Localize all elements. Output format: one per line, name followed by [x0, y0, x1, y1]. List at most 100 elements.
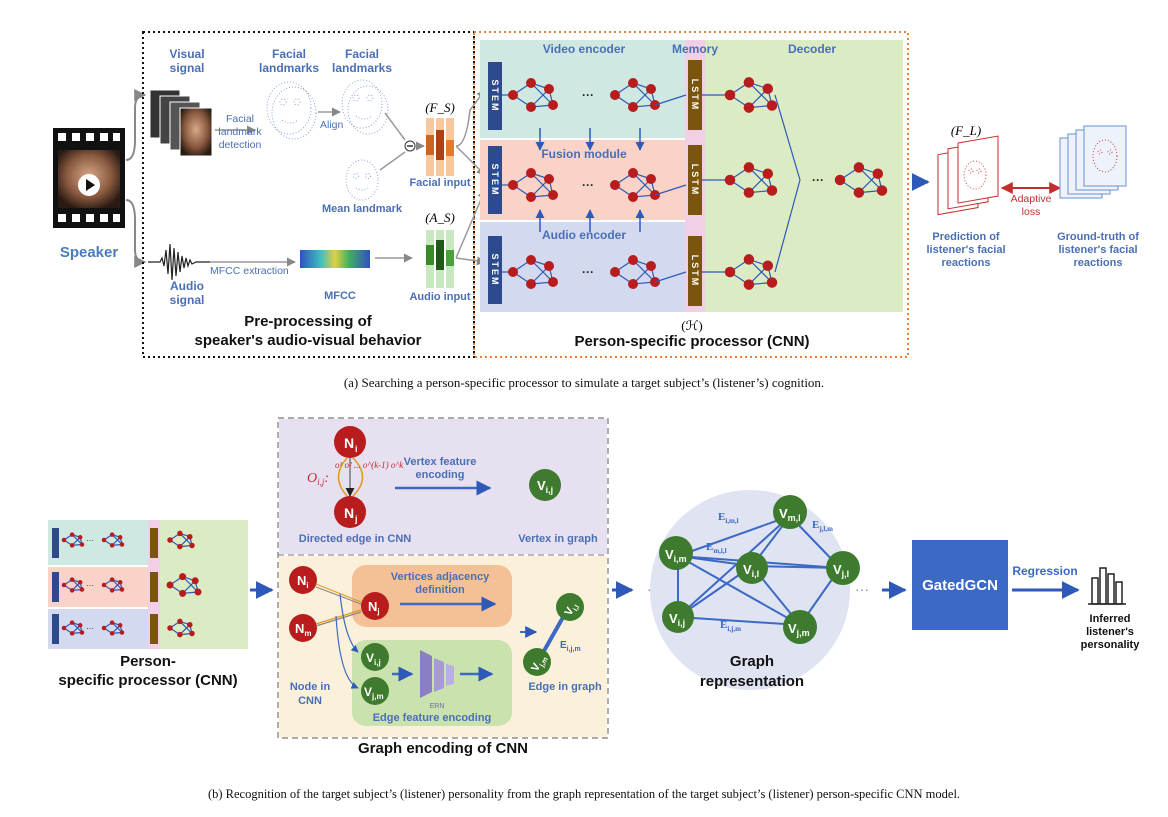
- cell-edge: [632, 172, 656, 196]
- facial-feature-stack: [426, 118, 454, 176]
- mfcc-spectrogram: [300, 250, 370, 268]
- cell-edge: [632, 82, 656, 106]
- adjacency-box: [352, 565, 512, 627]
- graph-ellipsis-right: ···: [855, 581, 869, 597]
- cell-node: [101, 625, 107, 631]
- cell-node: [743, 279, 755, 290]
- cell-node: [177, 618, 183, 625]
- ern-network-icon: [420, 650, 454, 698]
- cell-edge: [182, 576, 199, 593]
- cell-node: [177, 631, 183, 638]
- cell-edge: [530, 259, 554, 283]
- stem-block-fusion: STEM: [488, 146, 502, 214]
- cell-node: [61, 582, 67, 588]
- graph-encoding-title: Graph encoding of CNN: [358, 740, 528, 757]
- svg-text:LSTM: LSTM: [690, 255, 700, 288]
- svg-text:STEM: STEM: [490, 253, 500, 286]
- cell-node: [109, 588, 115, 593]
- to-lstm-link: [654, 94, 687, 106]
- edge-vertex-vil: [556, 593, 584, 621]
- processor-box: [473, 31, 909, 358]
- mini-cnn-nodes: ·········: [61, 530, 202, 638]
- cell-node: [544, 84, 554, 94]
- cell-node: [119, 542, 125, 547]
- edge-vertex-vjm: [523, 648, 551, 676]
- ellipsis: ···: [582, 178, 594, 192]
- cell-node: [61, 625, 67, 631]
- svg-text:Nj: Nj: [368, 599, 380, 616]
- svg-text:Ej,l,m: Ej,l,m: [812, 519, 833, 533]
- cell-edge: [111, 534, 123, 545]
- o-sup-labels: o¹ o² ... o^(k-1) o^k: [335, 460, 404, 470]
- cell-node: [853, 162, 865, 173]
- cell-node: [167, 537, 173, 543]
- memory-label: Memory: [672, 42, 718, 56]
- cell-edge: [530, 82, 554, 106]
- cell-edge: [530, 172, 554, 196]
- speaker-audio-arrow: [125, 199, 147, 268]
- cell-node: [109, 577, 115, 582]
- svg-text:N: N: [344, 435, 354, 451]
- facial-input-label: Facial input: [409, 177, 470, 189]
- cell-edge: [111, 579, 123, 590]
- speaker-label: Speaker: [60, 244, 119, 261]
- predicted-face-stack: [937, 135, 999, 216]
- ellipsis: ···: [582, 265, 594, 279]
- cell-edge: [632, 259, 656, 283]
- cell-edge: [748, 166, 773, 191]
- cell-node: [508, 180, 518, 190]
- cell-node: [191, 577, 199, 585]
- audio-feature-stack: [426, 230, 454, 288]
- cell-node: [526, 279, 536, 289]
- fs-to-video-arrow: [455, 89, 486, 147]
- svg-text:j: j: [354, 514, 358, 524]
- cell-node: [61, 537, 67, 543]
- lstm-block-fusion: LSTM: [688, 145, 702, 215]
- audio-encoder-label: Audio encoder: [542, 228, 626, 242]
- cell-node: [119, 587, 125, 592]
- cell-node: [187, 533, 193, 540]
- cell-node: [101, 582, 107, 588]
- svg-text:STEM: STEM: [490, 79, 500, 112]
- cell-node: [766, 277, 778, 288]
- stem-block-video: STEM: [488, 62, 502, 130]
- cell-node: [548, 277, 558, 287]
- cell-node: [77, 580, 83, 585]
- cell-node: [101, 537, 107, 543]
- cell-node: [628, 192, 638, 202]
- cell-node: [743, 162, 755, 173]
- cell-node: [69, 588, 75, 593]
- svg-text:N: N: [344, 505, 354, 521]
- cnn-node-edges: [315, 583, 362, 689]
- cell-node: [766, 100, 778, 111]
- cell-node: [628, 279, 638, 289]
- cell-node: [166, 581, 174, 589]
- vertex-vjm: [361, 677, 389, 705]
- cell-node: [646, 174, 656, 184]
- predicted-face-landmarks: [963, 160, 987, 190]
- ellipsis: ···: [86, 581, 94, 590]
- audio-waveform: [148, 243, 210, 281]
- h-symbol: (ℋ): [681, 318, 703, 333]
- cell-node: [69, 620, 75, 625]
- stem-block-audio: STEM: [488, 236, 502, 304]
- cell-edge: [858, 166, 883, 191]
- landmark-face-2: [341, 79, 389, 135]
- cell-node: [187, 621, 193, 628]
- cell-node: [610, 267, 620, 277]
- lstm-block-video: LSTM: [688, 60, 702, 130]
- ellipsis: ···: [582, 88, 594, 102]
- cell-node: [762, 260, 774, 271]
- parallel-operations-edges: [337, 457, 364, 497]
- cell-node: [179, 573, 187, 581]
- vertex-in-graph-label: Vertex in graph: [518, 533, 598, 545]
- cell-node: [177, 543, 183, 550]
- node-nj-top: [334, 496, 366, 528]
- cell-node: [69, 577, 75, 582]
